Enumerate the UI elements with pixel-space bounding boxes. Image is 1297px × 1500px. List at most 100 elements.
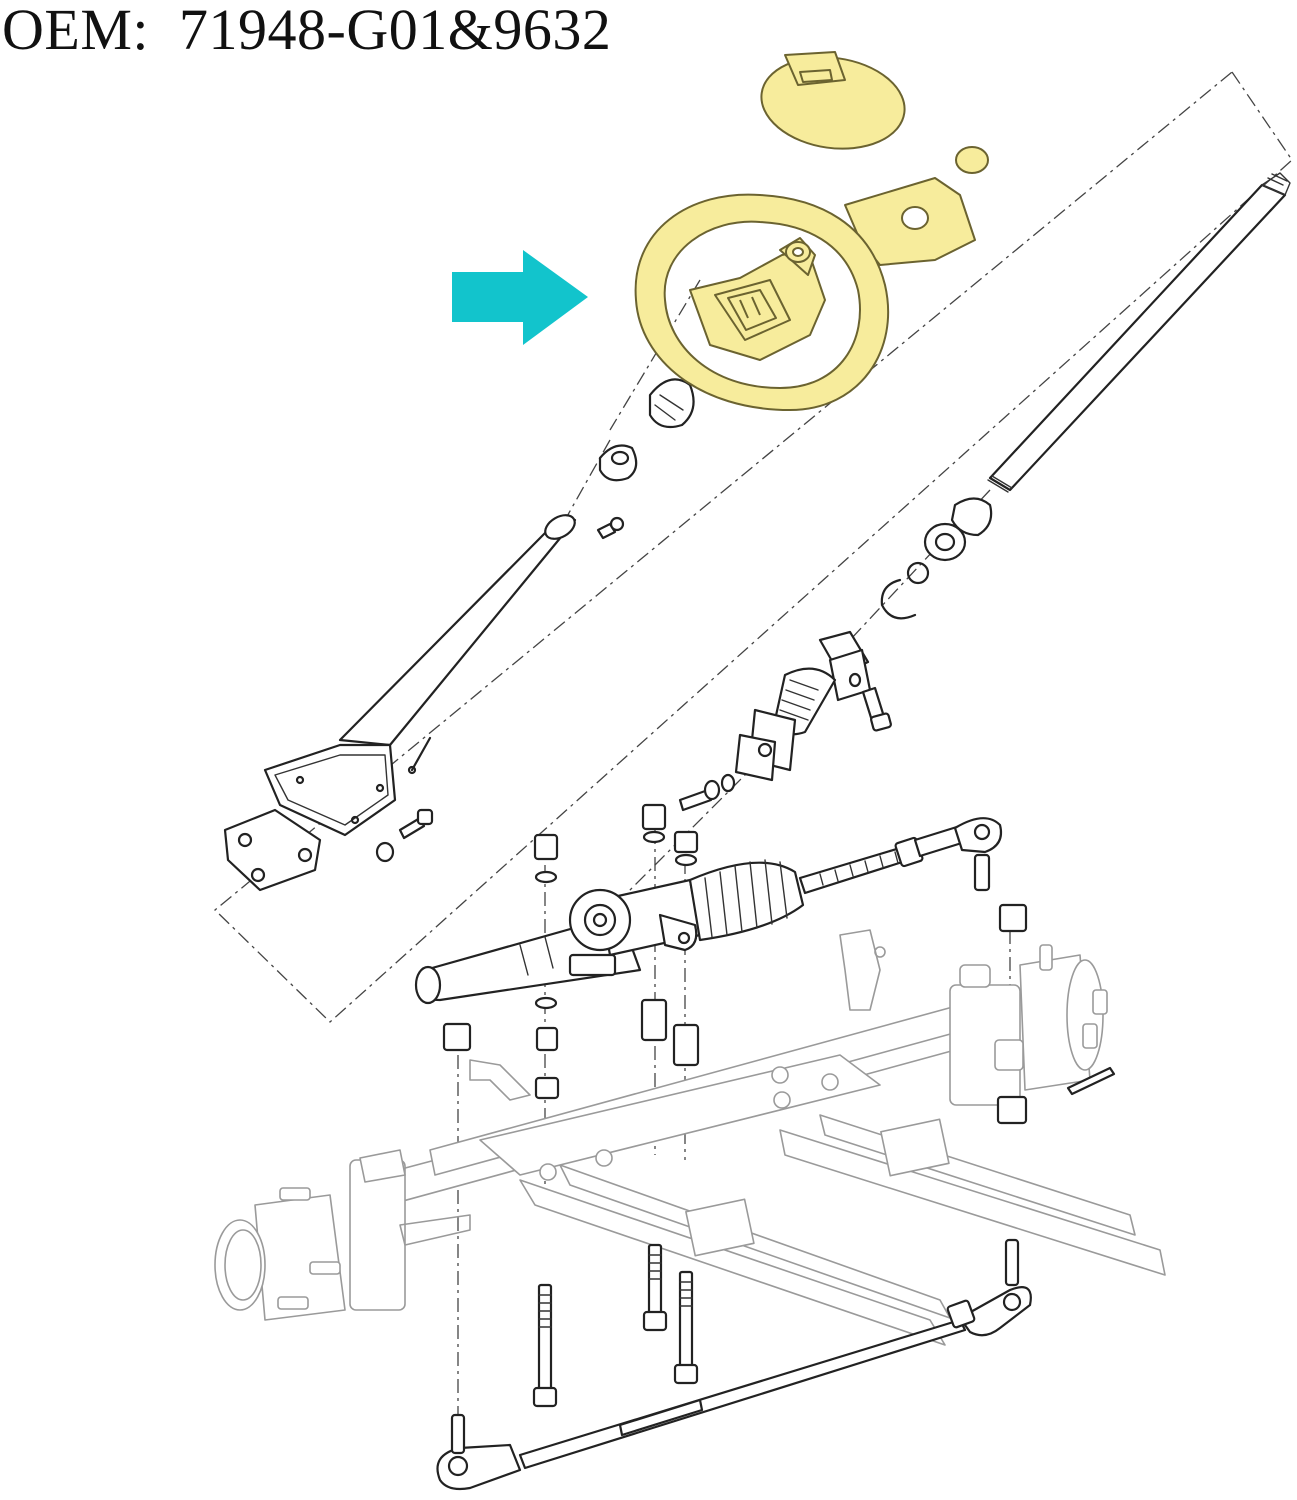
column-bracket xyxy=(223,808,322,892)
shaft-bottom-grooves xyxy=(987,475,1013,493)
shaft-spline-lines xyxy=(1267,173,1288,186)
mount-pin xyxy=(410,736,432,772)
pinch-washer-upper xyxy=(848,672,862,688)
bracket-right xyxy=(839,929,881,1011)
lower-yoke xyxy=(734,708,797,782)
left-king-nut xyxy=(359,1149,406,1183)
tie-rod-end-left-ball xyxy=(447,1455,469,1477)
pinion-clamp xyxy=(568,953,617,977)
hub-cover-hole xyxy=(901,206,929,230)
pinch-bolt-upper xyxy=(861,686,892,732)
pinch-washer xyxy=(720,773,736,793)
long-bolt-1 xyxy=(532,1283,558,1408)
spacer-2 xyxy=(534,1076,560,1100)
center-cap xyxy=(760,51,906,150)
rack-boot xyxy=(688,859,805,942)
rack-tube-rings xyxy=(519,936,554,976)
rack-mount-hole xyxy=(677,931,691,945)
leaf-spring-1 xyxy=(519,1179,946,1346)
column-tube-top xyxy=(544,514,576,540)
tie-rod-stud-right xyxy=(1004,1238,1020,1287)
shaft-bearings xyxy=(880,497,993,620)
column-screw xyxy=(596,516,625,540)
tie-rod-end-right-ball xyxy=(1002,1292,1022,1312)
column-bushings xyxy=(598,378,695,482)
shaft-rod xyxy=(988,183,1287,492)
long-bolt-2 xyxy=(642,1243,668,1332)
left-steering-arm xyxy=(399,1214,471,1246)
pinch-bolt-lower xyxy=(678,779,721,812)
tie-rod-jam-nut xyxy=(946,1299,976,1329)
nut-3 xyxy=(673,830,699,854)
left-spindle xyxy=(349,1159,406,1311)
lug-bolt-3 xyxy=(277,1296,309,1310)
bearing-bore xyxy=(934,532,956,552)
washer-3 xyxy=(642,830,666,844)
tie-rod-assembly xyxy=(436,1238,1032,1491)
column-mount-plate-inner xyxy=(274,754,389,826)
right-spindle-stud xyxy=(994,1039,1024,1071)
intermediate-shaft xyxy=(678,630,892,812)
shaft-spline xyxy=(1261,172,1291,196)
washer-4 xyxy=(674,853,698,867)
mount-screw xyxy=(398,808,434,840)
front-axle-assembly xyxy=(214,929,1166,1346)
spacer-4 xyxy=(672,1023,700,1067)
spring-clamp-1 xyxy=(685,1198,755,1257)
retaining-ring-small xyxy=(906,561,930,585)
oem-title: OEM: 71948-G01&9632 xyxy=(2,0,612,62)
nut-1 xyxy=(533,833,559,861)
lug-bolt-1 xyxy=(279,1187,311,1201)
column-center-line xyxy=(564,439,611,521)
right-arrow-icon xyxy=(452,250,588,345)
tie-rod-sleeve xyxy=(618,1398,704,1437)
plate-nut-4 xyxy=(821,1073,839,1091)
column-tube xyxy=(338,518,577,747)
wheel-center-line xyxy=(609,279,701,431)
right-lug-1 xyxy=(1039,944,1053,971)
snap-ring xyxy=(880,578,917,620)
steering-rack xyxy=(414,817,1003,1005)
right-lug-2 xyxy=(1092,989,1108,1015)
nut-right-top xyxy=(998,903,1028,933)
left-hub-cap-inner xyxy=(224,1229,262,1301)
castle-nut xyxy=(996,1095,1028,1125)
rack-tube-end xyxy=(414,965,442,1005)
small-cap xyxy=(955,146,989,174)
plate-nut-5 xyxy=(773,1091,791,1109)
outer-tie-rod-end xyxy=(953,817,1003,854)
steering-shaft xyxy=(987,172,1291,493)
spring-clamp-2 xyxy=(880,1118,950,1177)
tie-rod-bar xyxy=(518,1318,967,1470)
outer-tie-rod-stud xyxy=(973,853,991,892)
steering-wheel-kit xyxy=(634,51,989,411)
mount-plate xyxy=(479,1054,881,1176)
steering-column xyxy=(223,514,625,892)
spacer-1 xyxy=(535,1026,559,1052)
right-hub-cap xyxy=(1066,959,1104,1071)
nut-2 xyxy=(641,803,667,831)
cotter-pin xyxy=(1066,1066,1116,1096)
washer-2 xyxy=(534,996,558,1010)
lower-bolts xyxy=(532,1243,699,1408)
leaf-spring-3 xyxy=(779,1129,1166,1276)
lug-bolt-2 xyxy=(309,1261,341,1275)
mount-washer xyxy=(375,841,395,863)
tie-rod-stud-left xyxy=(450,1413,466,1455)
bracket-hole xyxy=(874,946,886,958)
nut-left xyxy=(442,1022,472,1052)
collar-splines xyxy=(654,394,684,421)
spacer-3 xyxy=(640,998,668,1042)
inner-tie-rod-thread xyxy=(819,851,899,886)
outer-tie-rod-ball xyxy=(973,823,991,841)
bracket-left xyxy=(469,1059,531,1101)
long-bolt-3 xyxy=(673,1270,699,1385)
right-lug-3 xyxy=(1082,1023,1098,1049)
column-group-outline xyxy=(214,71,1293,1023)
right-king-nut xyxy=(959,964,991,988)
bushing-bore xyxy=(610,450,630,466)
hardware-stacks xyxy=(442,803,1116,1125)
pinion-shaft xyxy=(592,912,608,928)
